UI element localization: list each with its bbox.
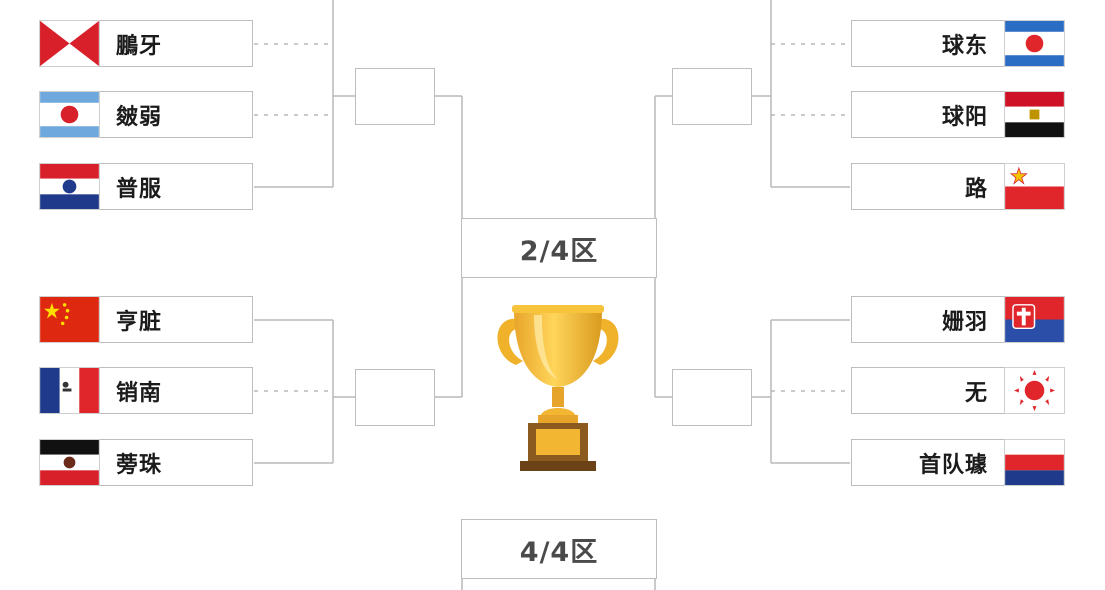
team-right-4[interactable]: 姗羽: [851, 296, 1065, 343]
team-left-3[interactable]: 普服: [39, 163, 253, 210]
team-right-6[interactable]: 首队璩: [851, 439, 1065, 486]
team-name: 皴弱: [116, 104, 163, 130]
team-left-4[interactable]: 亨脏: [39, 296, 253, 343]
flag-icon: [1004, 20, 1065, 67]
semifinal-slot-left-bottom[interactable]: [355, 369, 435, 426]
team-name: 姗羽: [941, 309, 988, 335]
team-name: 普服: [116, 176, 163, 202]
flag-icon: [39, 20, 100, 67]
team-name: 首队璩: [918, 452, 988, 478]
team-name: 亨脏: [116, 309, 163, 335]
team-name: 鵬牙: [116, 33, 163, 59]
team-right-3[interactable]: 路: [851, 163, 1065, 210]
team-right-1[interactable]: 球东: [851, 20, 1065, 67]
team-name: 蒡珠: [116, 452, 163, 478]
flag-icon: [39, 439, 100, 486]
flag-icon: [1004, 163, 1065, 210]
zone-label-top: 2/4区: [461, 218, 657, 278]
flag-icon: [39, 163, 100, 210]
team-name: 销南: [116, 380, 163, 406]
team-left-1[interactable]: 鵬牙: [39, 20, 253, 67]
semifinal-slot-left-top[interactable]: [355, 68, 435, 125]
flag-icon: [1004, 91, 1065, 138]
team-left-5[interactable]: 销南: [39, 367, 253, 414]
team-name: 球东: [941, 33, 988, 59]
team-right-2[interactable]: 球阳: [851, 91, 1065, 138]
team-right-5[interactable]: 无: [851, 367, 1065, 414]
flag-icon: [1004, 367, 1065, 414]
flag-icon: [39, 296, 100, 343]
semifinal-slot-right-top[interactable]: [672, 68, 752, 125]
trophy-icon: [497, 305, 619, 471]
flag-icon: [1004, 439, 1065, 486]
team-name: 路: [964, 176, 988, 202]
team-left-6[interactable]: 蒡珠: [39, 439, 253, 486]
flag-icon: [39, 91, 100, 138]
team-name: 无: [964, 380, 988, 406]
flag-icon: [39, 367, 100, 414]
team-left-2[interactable]: 皴弱: [39, 91, 253, 138]
zone-label-bottom: 4/4区: [461, 519, 657, 579]
team-name: 球阳: [941, 104, 988, 130]
flag-icon: [1004, 296, 1065, 343]
semifinal-slot-right-bottom[interactable]: [672, 369, 752, 426]
